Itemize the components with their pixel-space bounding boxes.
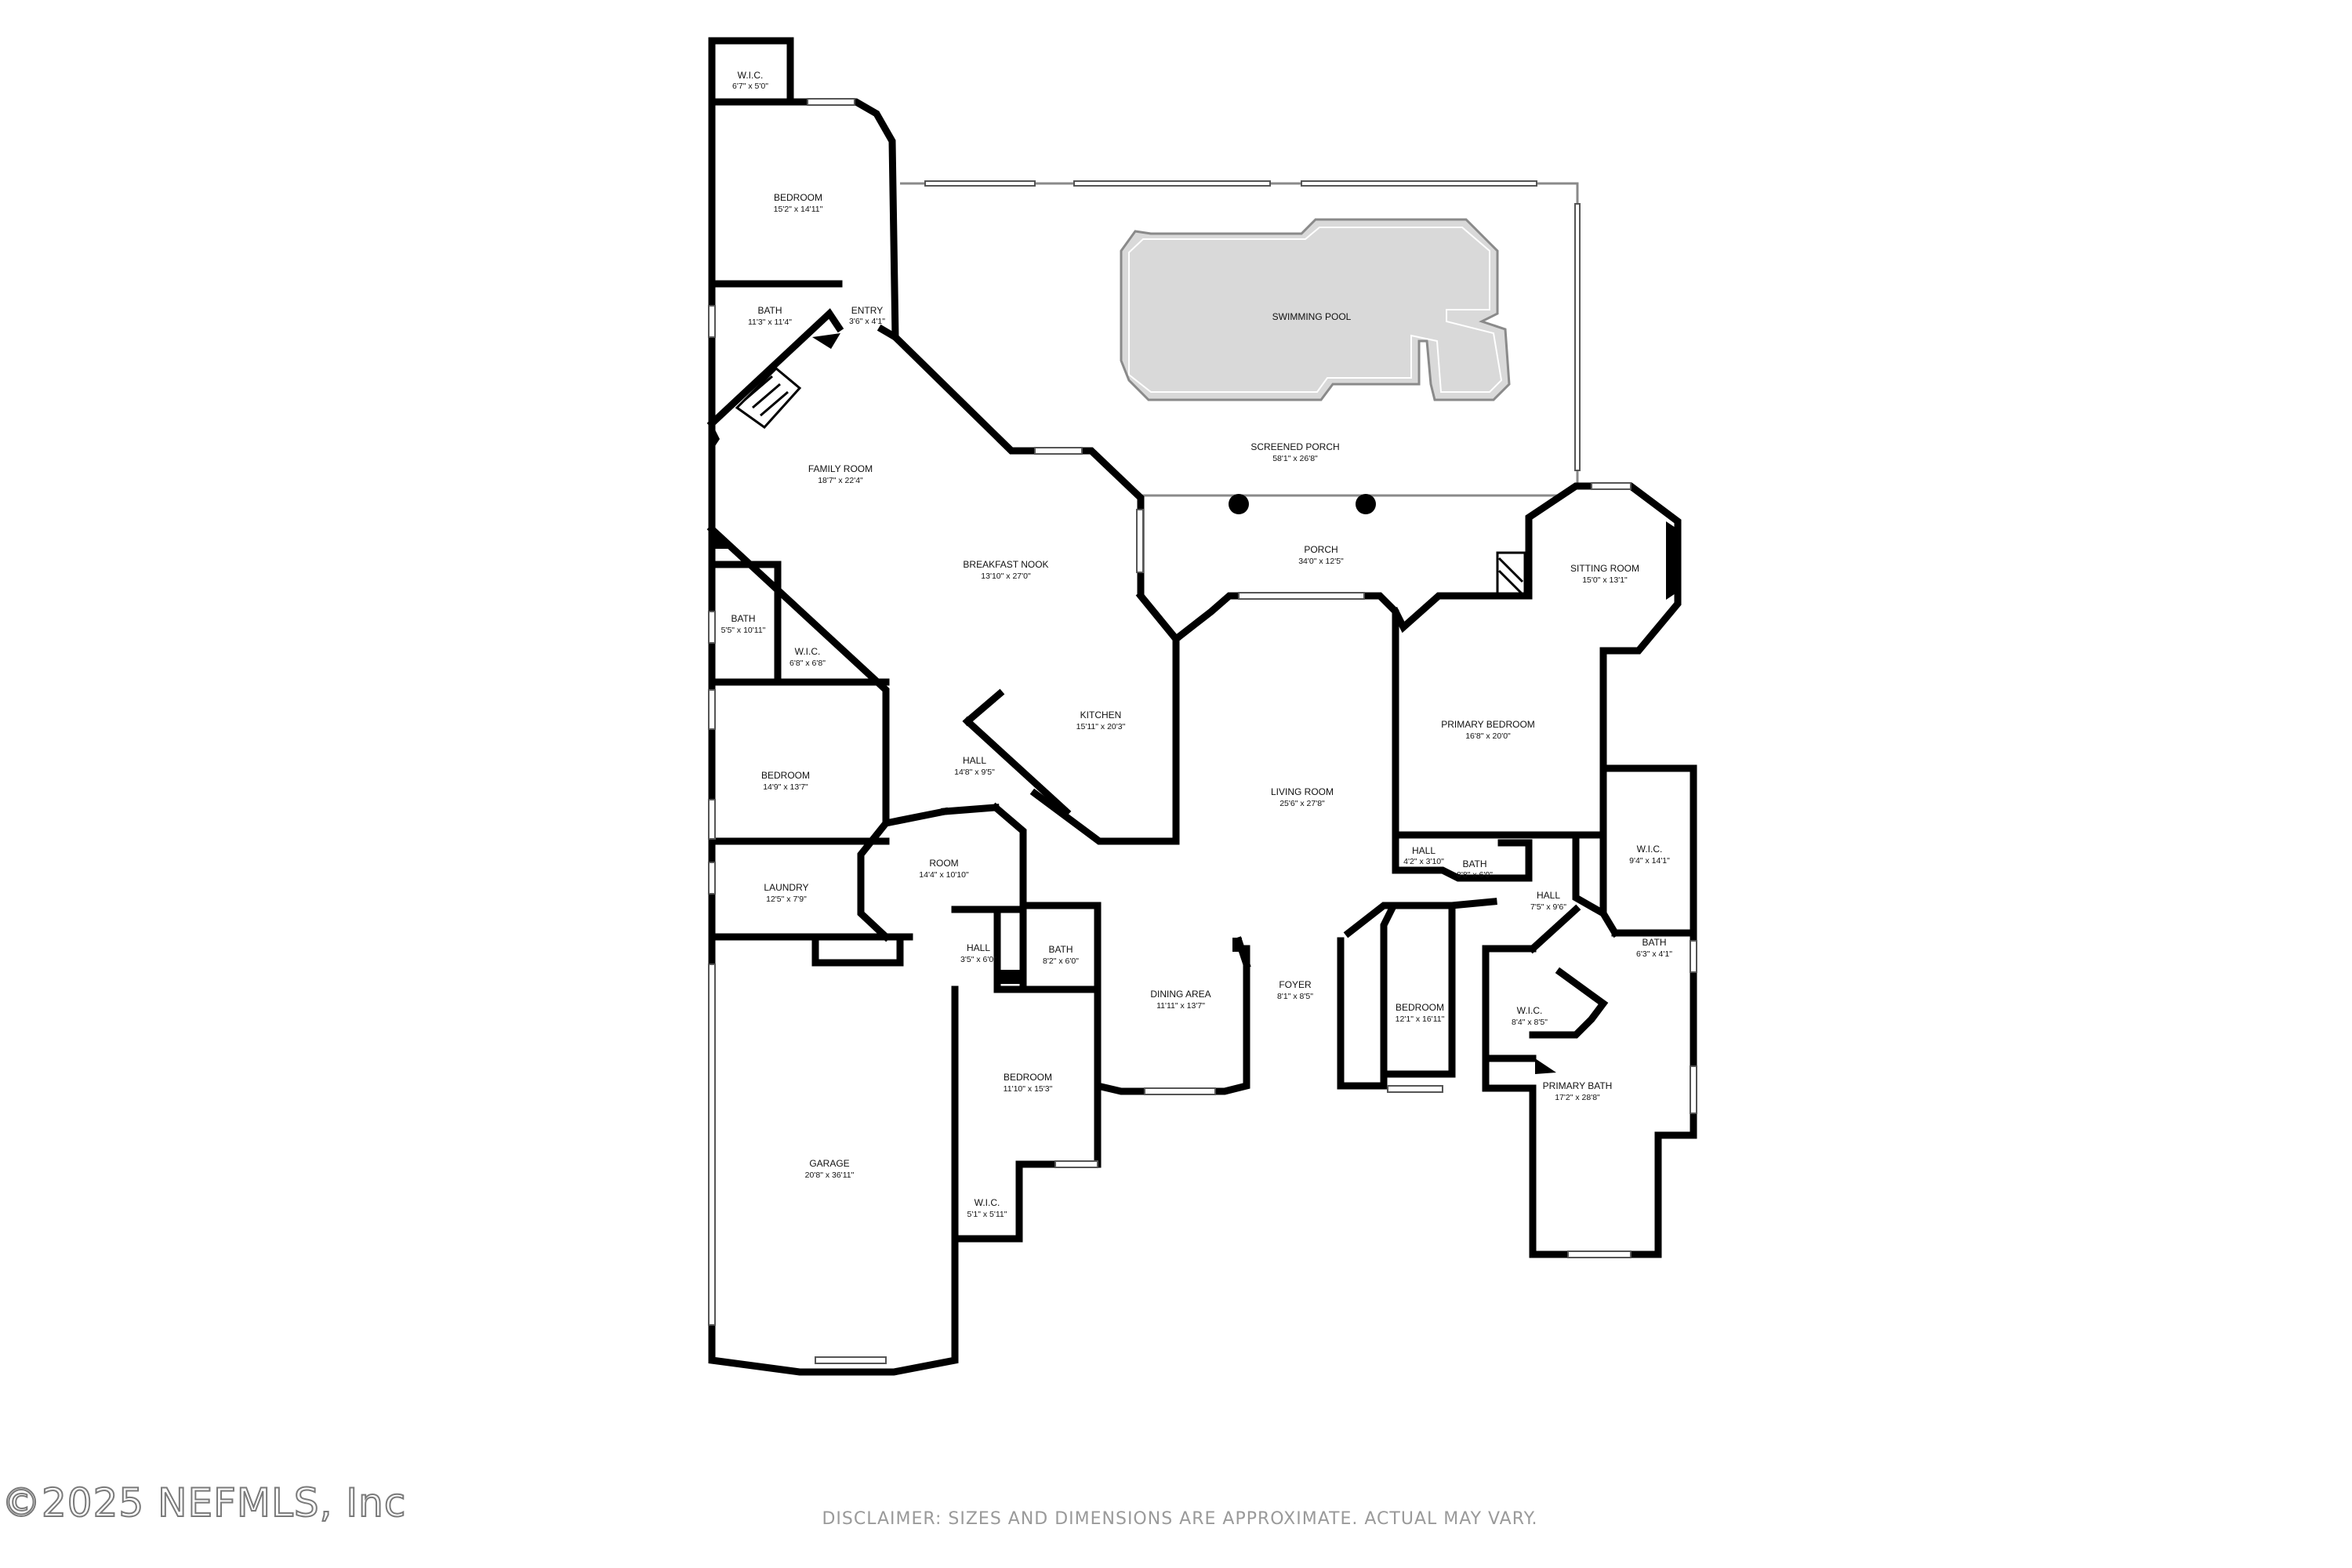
room-family-room-name: FAMILY ROOM	[808, 463, 873, 474]
room-wic-primary-dim: 9'4" x 14'1"	[1629, 856, 1670, 866]
room-wic-w-dim: 6'8" x 6'8"	[789, 659, 826, 668]
room-wic-e-dim: 8'4" x 8'5"	[1512, 1018, 1548, 1027]
room-screened-porch-name: SCREENED PORCH	[1250, 441, 1339, 452]
room-hall-w-dim: 3'5" x 6'0"	[960, 955, 996, 964]
room-hall-center-name: HALL	[963, 755, 986, 766]
room-laundry-dim: 12'5" x 7'9"	[766, 895, 807, 904]
room-sitting-room-name: SITTING ROOM	[1570, 563, 1639, 574]
room-bedroom-e-name: BEDROOM	[1396, 1002, 1444, 1013]
room-kitchen-dim: 15'11" x 20'3"	[1076, 722, 1126, 731]
room-bath-small-e-name: BATH	[1462, 858, 1486, 869]
room-wic-top-name: W.I.C.	[738, 70, 764, 81]
room-bath-c-name: BATH	[1048, 944, 1073, 955]
room-hall-e-dim: 7'5" x 9'6"	[1530, 902, 1566, 912]
disclaimer-text: DISCLAIMER: SIZES AND DIMENSIONS ARE APP…	[822, 1509, 1538, 1529]
room-bath-e-name: BATH	[1642, 937, 1666, 948]
room-wic-w-name: W.I.C.	[795, 646, 821, 657]
room-primary-bath-dim: 17'2" x 28'8"	[1555, 1093, 1600, 1102]
room-breakfast-nook-dim: 13'10" x 27'0"	[981, 572, 1031, 581]
room-bath-nw-dim: 11'3" x 11'4"	[748, 318, 792, 327]
room-wic-primary-name: W.I.C.	[1637, 844, 1663, 855]
room-bath-small-e-dim: 8'8" x 6'0"	[1457, 870, 1493, 880]
room-bedroom-nw-name: BEDROOM	[774, 192, 822, 203]
room-primary-bedroom-dim: 16'8" x 20'0"	[1465, 731, 1511, 741]
copyright-watermark: ©2025 NEFMLS, Inc	[1, 1479, 407, 1526]
room-wic-e-name: W.I.C.	[1517, 1005, 1543, 1016]
room-garage-dim: 20'8" x 36'11"	[805, 1171, 855, 1180]
room-bedroom-nw-dim: 15'2" x 14'11"	[774, 205, 823, 214]
room-bedroom-s-name: BEDROOM	[1004, 1072, 1052, 1083]
room-foyer-name: FOYER	[1279, 979, 1312, 990]
room-bath-w-name: BATH	[731, 613, 755, 624]
room-screened-porch-dim: 58'1" x 26'8"	[1272, 454, 1318, 463]
room-hall-center-dim: 14'8" x 9'5"	[954, 768, 995, 777]
room-hall-w-name: HALL	[967, 942, 990, 953]
room-bedroom-s-dim: 11'10" x 15'3"	[1004, 1084, 1053, 1094]
room-porch-dim: 34'0" x 12'5"	[1298, 557, 1344, 566]
fixtures	[712, 333, 1678, 1074]
room-hall-e-name: HALL	[1537, 890, 1560, 901]
room-wic-s-dim: 5'1" x 5'11"	[967, 1210, 1007, 1219]
room-breakfast-nook-name: BREAKFAST NOOK	[963, 559, 1048, 570]
room-bedroom-e-dim: 12'1" x 16'11"	[1396, 1014, 1445, 1024]
screened-porch-area	[900, 180, 1581, 497]
room-wic-top-dim: 6'7" x 5'0"	[732, 82, 768, 91]
room-labels: W.I.C. 6'7" x 5'0" BEDROOM 15'2" x 14'11…	[721, 70, 1673, 1219]
room-sitting-room-dim: 15'0" x 13'1"	[1582, 575, 1628, 585]
room-room-name: ROOM	[929, 858, 958, 869]
room-living-room-name: LIVING ROOM	[1271, 786, 1334, 797]
room-primary-bedroom-name: PRIMARY BEDROOM	[1441, 719, 1535, 730]
room-entry-dim: 3'6" x 4'1"	[849, 317, 885, 326]
room-laundry-name: LAUNDRY	[764, 882, 808, 893]
room-room-dim: 14'4" x 10'10"	[919, 870, 969, 880]
room-dining-area-dim: 11'11" x 13'7"	[1156, 1001, 1205, 1011]
room-bath-c-dim: 8'2" x 6'0"	[1043, 956, 1079, 966]
room-wic-s-name: W.I.C.	[975, 1197, 1000, 1208]
room-bath-nw-name: BATH	[757, 305, 782, 316]
room-porch-name: PORCH	[1304, 544, 1338, 555]
room-dining-area-name: DINING AREA	[1150, 989, 1210, 1000]
room-family-room-dim: 18'7" x 22'4"	[818, 476, 863, 485]
swimming-pool	[1120, 218, 1511, 401]
room-hall-small-e-name: HALL	[1412, 845, 1436, 856]
exterior-walls	[706, 37, 1697, 1376]
room-living-room-dim: 25'6" x 27'8"	[1279, 799, 1325, 808]
room-bedroom-w-name: BEDROOM	[761, 770, 810, 781]
room-swimming-pool-name: SWIMMING POOL	[1272, 311, 1352, 322]
windows	[708, 98, 1697, 1364]
room-garage-name: GARAGE	[809, 1158, 849, 1169]
room-kitchen-name: KITCHEN	[1080, 710, 1122, 720]
room-hall-small-e-dim: 4'2" x 3'10"	[1403, 857, 1444, 866]
room-bath-w-dim: 5'5" x 10'11"	[721, 626, 766, 635]
room-bath-e-dim: 6'3" x 4'1"	[1636, 949, 1672, 959]
room-foyer-dim: 8'1" x 8'5"	[1277, 992, 1313, 1001]
room-bedroom-w-dim: 14'9" x 13'7"	[763, 782, 808, 792]
room-entry-name: ENTRY	[851, 305, 883, 316]
room-primary-bath-name: PRIMARY BATH	[1543, 1080, 1613, 1091]
